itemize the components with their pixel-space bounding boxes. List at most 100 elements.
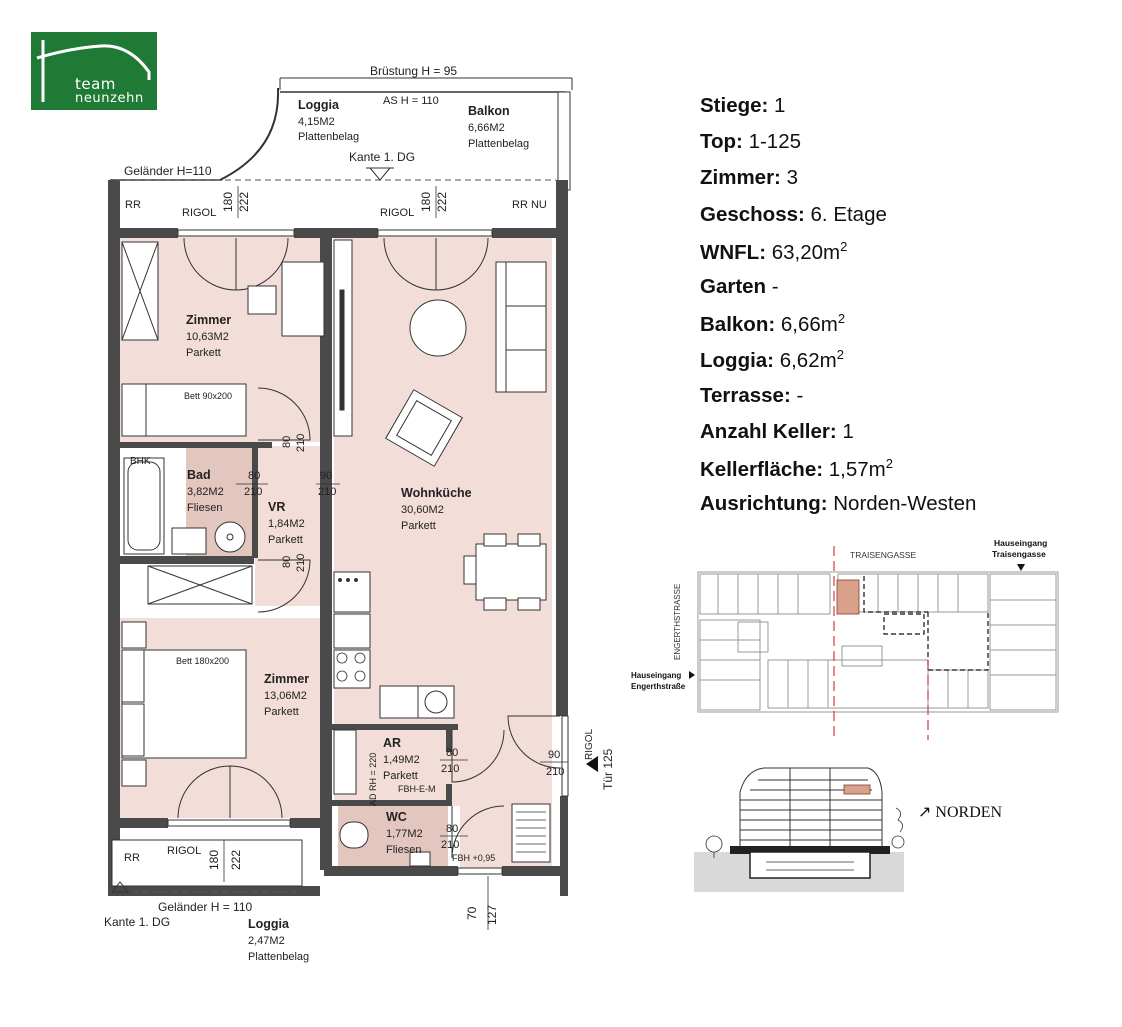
zimmer1-floor: Parkett	[186, 347, 221, 359]
dim-entry-90: 90	[548, 749, 560, 761]
site-label-engerthstrasse: ENGERTHSTRASSE	[673, 584, 682, 660]
label-rigol-2: RIGOL	[380, 207, 414, 219]
floor-plan: Brüstung H = 95 AS H = 110 Geländer H=11…	[104, 64, 615, 963]
loggia-top-area: 4,15M2	[298, 116, 335, 128]
dim-180-left: 180	[221, 192, 235, 212]
key-facts-list: Stiege: 1 Top: 1-125 Zimmer: 3 Geschoss:…	[700, 94, 976, 528]
dim-127: 127	[485, 905, 499, 925]
dim-222-bottom: 222	[229, 850, 243, 870]
label-ad-rh: AD RH = 220	[368, 753, 378, 806]
wc-floor: Fliesen	[386, 844, 421, 856]
wohnkueche-area: 30,60M2	[401, 504, 444, 516]
bett2-label: Bett 180x200	[176, 656, 229, 666]
dim-wk-90: 90	[320, 470, 332, 482]
dim-70: 70	[465, 906, 479, 920]
wc-area: 1,77M2	[386, 828, 423, 840]
dim-entry-210: 210	[546, 766, 564, 778]
dim-wk-210: 210	[318, 486, 336, 498]
bad-name: Bad	[187, 468, 211, 482]
fact-anzahl-keller: Anzahl Keller: 1	[700, 419, 854, 443]
fact-terrasse: Terrasse: -	[700, 383, 804, 407]
dim-bad-210: 210	[244, 486, 262, 498]
wc-name: WC	[386, 810, 407, 824]
dim-wc-80: 80	[446, 823, 458, 835]
zimmer2-floor: Parkett	[264, 706, 299, 718]
label-kante-bottom: Kante 1. DG	[104, 915, 170, 929]
fact-ausrichtung: Ausrichtung: Norden-Westen	[700, 492, 977, 516]
loggia-bottom-area: 2,47M2	[248, 935, 285, 947]
balkon-area: 6,66M2	[468, 122, 505, 134]
site-hauseingang-top: Hauseingang	[994, 538, 1047, 548]
label-rigol-bottom: RIGOL	[167, 845, 201, 857]
fact-zimmer: Zimmer: 3	[700, 166, 798, 190]
label-gelaender-top: Geländer H=110	[124, 164, 212, 178]
site-engerthstrasse-left: Engerthstraße	[631, 682, 686, 691]
dim-bad-80: 80	[248, 470, 260, 482]
label-rigol-entry: RIGOL	[584, 728, 595, 760]
ar-floor: Parkett	[383, 770, 418, 782]
fact-wnfl: WNFL: 63,20m2	[700, 238, 848, 264]
dim-z2-80: 80	[281, 556, 293, 568]
bad-floor: Fliesen	[187, 502, 222, 514]
dim-180-bottom: 180	[207, 850, 221, 870]
dim-z2-210: 210	[295, 554, 307, 572]
vr-area: 1,84M2	[268, 518, 305, 530]
bett1-label: Bett 90x200	[184, 391, 232, 401]
bhk-label: BHK	[130, 456, 151, 467]
zimmer2-area: 13,06M2	[264, 690, 307, 702]
logo-line-team: team	[75, 75, 116, 93]
team-neunzehn-logo: team neunzehn	[31, 32, 157, 110]
wohnkueche-name: Wohnküche	[401, 486, 472, 500]
balkon-name: Balkon	[468, 104, 510, 118]
bad-area: 3,82M2	[187, 486, 224, 498]
label-rr-bottom: RR	[124, 852, 140, 864]
dim-ar-210: 210	[441, 763, 459, 775]
site-traisengasse-top: Traisengasse	[992, 549, 1046, 559]
dim-wc-210: 210	[441, 839, 459, 851]
logo-line-neunzehn: neunzehn	[75, 91, 144, 106]
ar-area: 1,49M2	[383, 754, 420, 766]
dim-z1-210: 210	[295, 434, 307, 452]
ar-name: AR	[383, 736, 401, 750]
building-section	[694, 767, 905, 892]
label-fbh-e-m: FBH-E-M	[398, 784, 436, 794]
balkon-floor: Plattenbelag	[468, 138, 529, 150]
fact-stiege: Stiege: 1	[700, 94, 786, 117]
zimmer1-name: Zimmer	[186, 313, 231, 327]
label-fbh: FBH +0,95	[452, 853, 495, 863]
label-as-h: AS H = 110	[383, 95, 439, 107]
label-bruestung: Brüstung H = 95	[370, 64, 457, 78]
fact-kellerflaeche: Kellerfläche: 1,57m2	[700, 455, 893, 481]
vr-name: VR	[268, 500, 285, 514]
label-gelaender-bottom: Geländer H = 110	[158, 900, 252, 914]
dim-ar-80: 80	[446, 747, 458, 759]
loggia-top-floor: Plattenbelag	[298, 131, 359, 143]
label-tuer: Tür 125	[601, 748, 615, 790]
highlighted-floor-marker	[843, 784, 871, 795]
label-rr-left: RR	[125, 199, 141, 211]
zimmer1-area: 10,63M2	[186, 331, 229, 343]
fact-balkon: Balkon: 6,66m2	[700, 311, 846, 336]
fact-geschoss: Geschoss: 6. Etage	[700, 202, 887, 226]
fact-loggia: Loggia: 6,62m2	[700, 347, 844, 373]
loggia-bottom-floor: Plattenbelag	[248, 951, 309, 963]
dim-222-left: 222	[237, 192, 251, 212]
label-rr-nu: RR NU	[512, 199, 547, 211]
north-indicator: ↗ NORDEN	[918, 804, 1003, 821]
loggia-top-name: Loggia	[298, 98, 340, 112]
fact-top: Top: 1-125	[700, 130, 802, 154]
label-rigol-1: RIGOL	[182, 207, 216, 219]
logo-roof-icon	[36, 40, 151, 102]
dim-z1-80: 80	[281, 436, 293, 448]
fact-garten: Garten -	[700, 274, 779, 298]
highlighted-unit-marker	[836, 579, 860, 615]
site-label-traisengasse: TRAISENGASSE	[850, 550, 916, 560]
site-hauseingang-left: Hauseingang	[631, 671, 681, 680]
label-kante-top: Kante 1. DG	[349, 150, 415, 164]
dim-180-right: 180	[419, 192, 433, 212]
site-plan: TRAISENGASSE Hauseingang Traisengasse EN…	[631, 538, 1059, 740]
loggia-bottom-name: Loggia	[248, 917, 290, 931]
dim-222-right: 222	[435, 192, 449, 212]
vr-floor: Parkett	[268, 534, 303, 546]
wohnkueche-floor: Parkett	[401, 520, 436, 532]
